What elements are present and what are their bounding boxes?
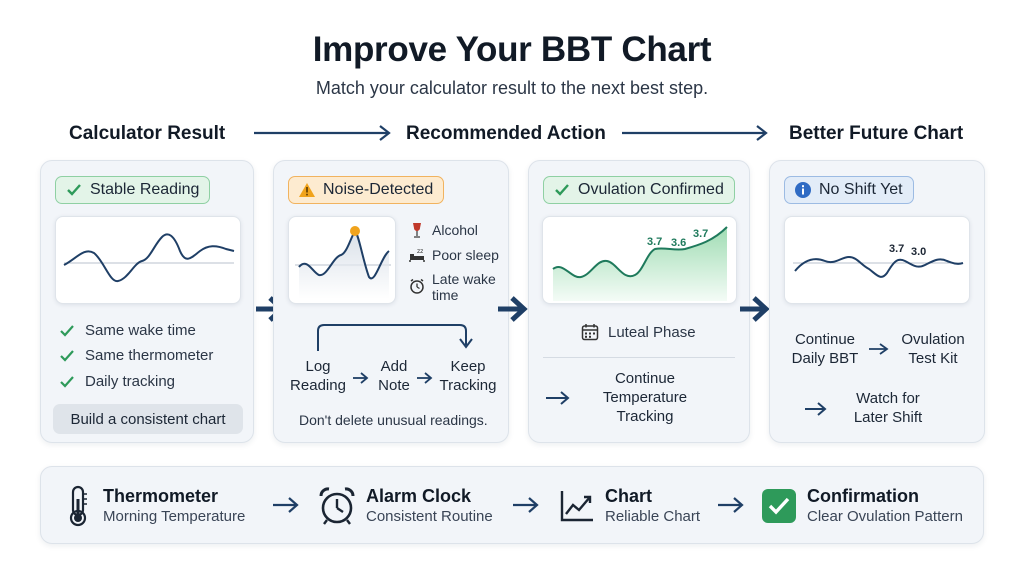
sleep-bed-icon: zz: [408, 247, 426, 263]
card-ovulation-confirmed: Ovulation Confirmed 3.7 3.6 3.7 Luteal P…: [528, 160, 750, 443]
divider: [543, 357, 735, 358]
svg-text:zz: zz: [417, 248, 423, 255]
arrow-right-icon: [740, 296, 770, 322]
check-icon: [552, 180, 572, 200]
arrow-right-icon: [718, 497, 744, 513]
mini-chart-stable: [55, 216, 241, 304]
arrow-right-icon: [254, 125, 391, 141]
arrow-right-icon: [273, 497, 299, 513]
badge-label: Stable Reading: [90, 181, 200, 198]
heading-calculator-result: Calculator Result: [69, 123, 226, 144]
status-badge: Ovulation Confirmed: [543, 176, 735, 204]
arrow-right-icon: [805, 402, 827, 416]
arrow-right-icon: [513, 497, 539, 513]
page-subtitle: Match your calculator result to the next…: [315, 78, 709, 98]
check-icon: [59, 375, 77, 389]
mini-chart-noise: [288, 216, 396, 304]
note-dont-delete: Don't delete unusual readings.: [299, 412, 488, 428]
tool-thermometer: Thermometer Morning Temperature: [63, 467, 245, 545]
factor-alcohol: Alcohol: [408, 222, 478, 238]
check-icon: [59, 349, 77, 363]
loop-arrow-icon: [317, 324, 473, 351]
status-badge: Stable Reading: [55, 176, 211, 204]
check-square-icon: [761, 488, 797, 524]
thermometer-icon: [63, 485, 93, 527]
luteal-phase-row: Luteal Phase: [581, 323, 696, 341]
tool-chart: Chart Reliable Chart: [559, 467, 700, 545]
status-badge: No Shift Yet: [784, 176, 914, 204]
mini-chart-ovulation: 3.7 3.6 3.7: [542, 216, 737, 304]
arrow-right-icon: [546, 391, 570, 405]
badge-label: Ovulation Confirmed: [578, 181, 724, 198]
chart-label: 3.7: [889, 243, 904, 255]
chart-icon: [559, 489, 595, 523]
arrow-right-icon: [353, 372, 369, 384]
consistent-chart-pill: Build a consistent chart: [53, 404, 243, 434]
arrow-right-icon: [622, 125, 768, 141]
chart-label: 3.6: [671, 237, 686, 249]
check-label: Same thermometer: [85, 347, 214, 364]
alarm-clock-icon: [318, 486, 356, 526]
check-label: Daily tracking: [85, 373, 176, 390]
check-item: Daily tracking: [59, 373, 175, 390]
status-badge: Noise-Detected: [288, 176, 445, 204]
chart-label: 3.7: [693, 228, 708, 240]
factor-poor-sleep: zz Poor sleep: [408, 247, 499, 263]
check-icon: [59, 324, 77, 338]
wine-glass-icon: [408, 222, 426, 238]
check-item: Same wake time: [59, 322, 196, 339]
card-stable-reading: Stable Reading Same wake time Same therm…: [40, 160, 254, 443]
arrow-right-icon: [869, 343, 889, 355]
heading-recommended-action: Recommended Action: [406, 123, 606, 144]
check-label: Same wake time: [85, 322, 196, 339]
mini-chart-no-shift: 3.7 3.0: [784, 216, 970, 304]
tool-alarm-clock: Alarm Clock Consistent Routine: [318, 467, 493, 545]
tool-confirmation: Confirmation Clear Ovulation Pattern: [761, 467, 963, 545]
badge-label: No Shift Yet: [819, 181, 903, 198]
arrow-right-icon: [417, 372, 433, 384]
info-icon: [793, 180, 813, 200]
warning-icon: [297, 180, 317, 200]
calendar-icon: [581, 323, 599, 341]
check-icon: [64, 180, 84, 200]
badge-label: Noise-Detected: [323, 181, 434, 198]
check-item: Same thermometer: [59, 347, 213, 364]
chart-label: 3.0: [911, 246, 926, 258]
card-noise-detected: Noise-Detected Alcohol zz Poor sleep Lat…: [273, 160, 509, 443]
page-title: Improve Your BBT Chart: [312, 30, 712, 69]
arrow-right-icon: [498, 296, 528, 322]
tools-panel: Thermometer Morning Temperature Alarm Cl…: [40, 466, 984, 544]
heading-better-future-chart: Better Future Chart: [789, 123, 964, 144]
chart-label: 3.7: [647, 236, 662, 248]
alarm-clock-icon: [408, 271, 426, 294]
